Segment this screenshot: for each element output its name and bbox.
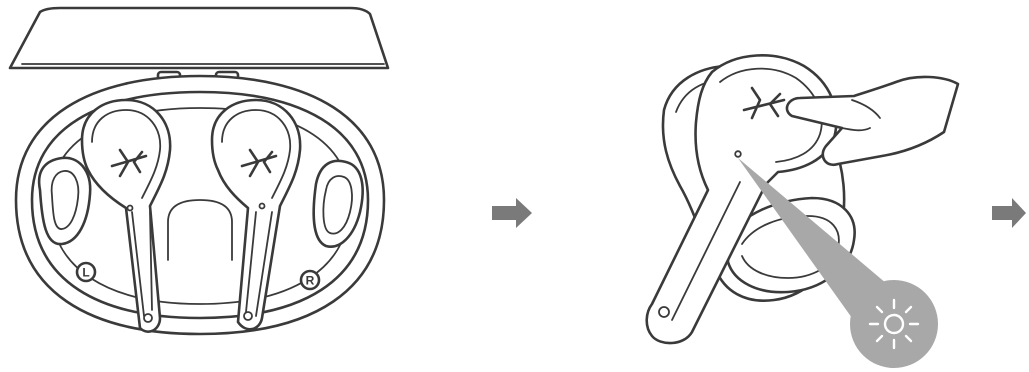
case-lid	[10, 8, 388, 68]
open-charging-case-icon: L R	[10, 8, 388, 334]
arrow-right-icon	[992, 198, 1026, 228]
svg-text:R: R	[306, 274, 315, 288]
arrow-right-icon	[492, 198, 532, 228]
right-earbud-label: R	[301, 271, 319, 289]
touch-earbud-indicator-icon	[647, 55, 958, 368]
left-earbud-label: L	[77, 263, 95, 281]
svg-text:L: L	[82, 266, 89, 280]
